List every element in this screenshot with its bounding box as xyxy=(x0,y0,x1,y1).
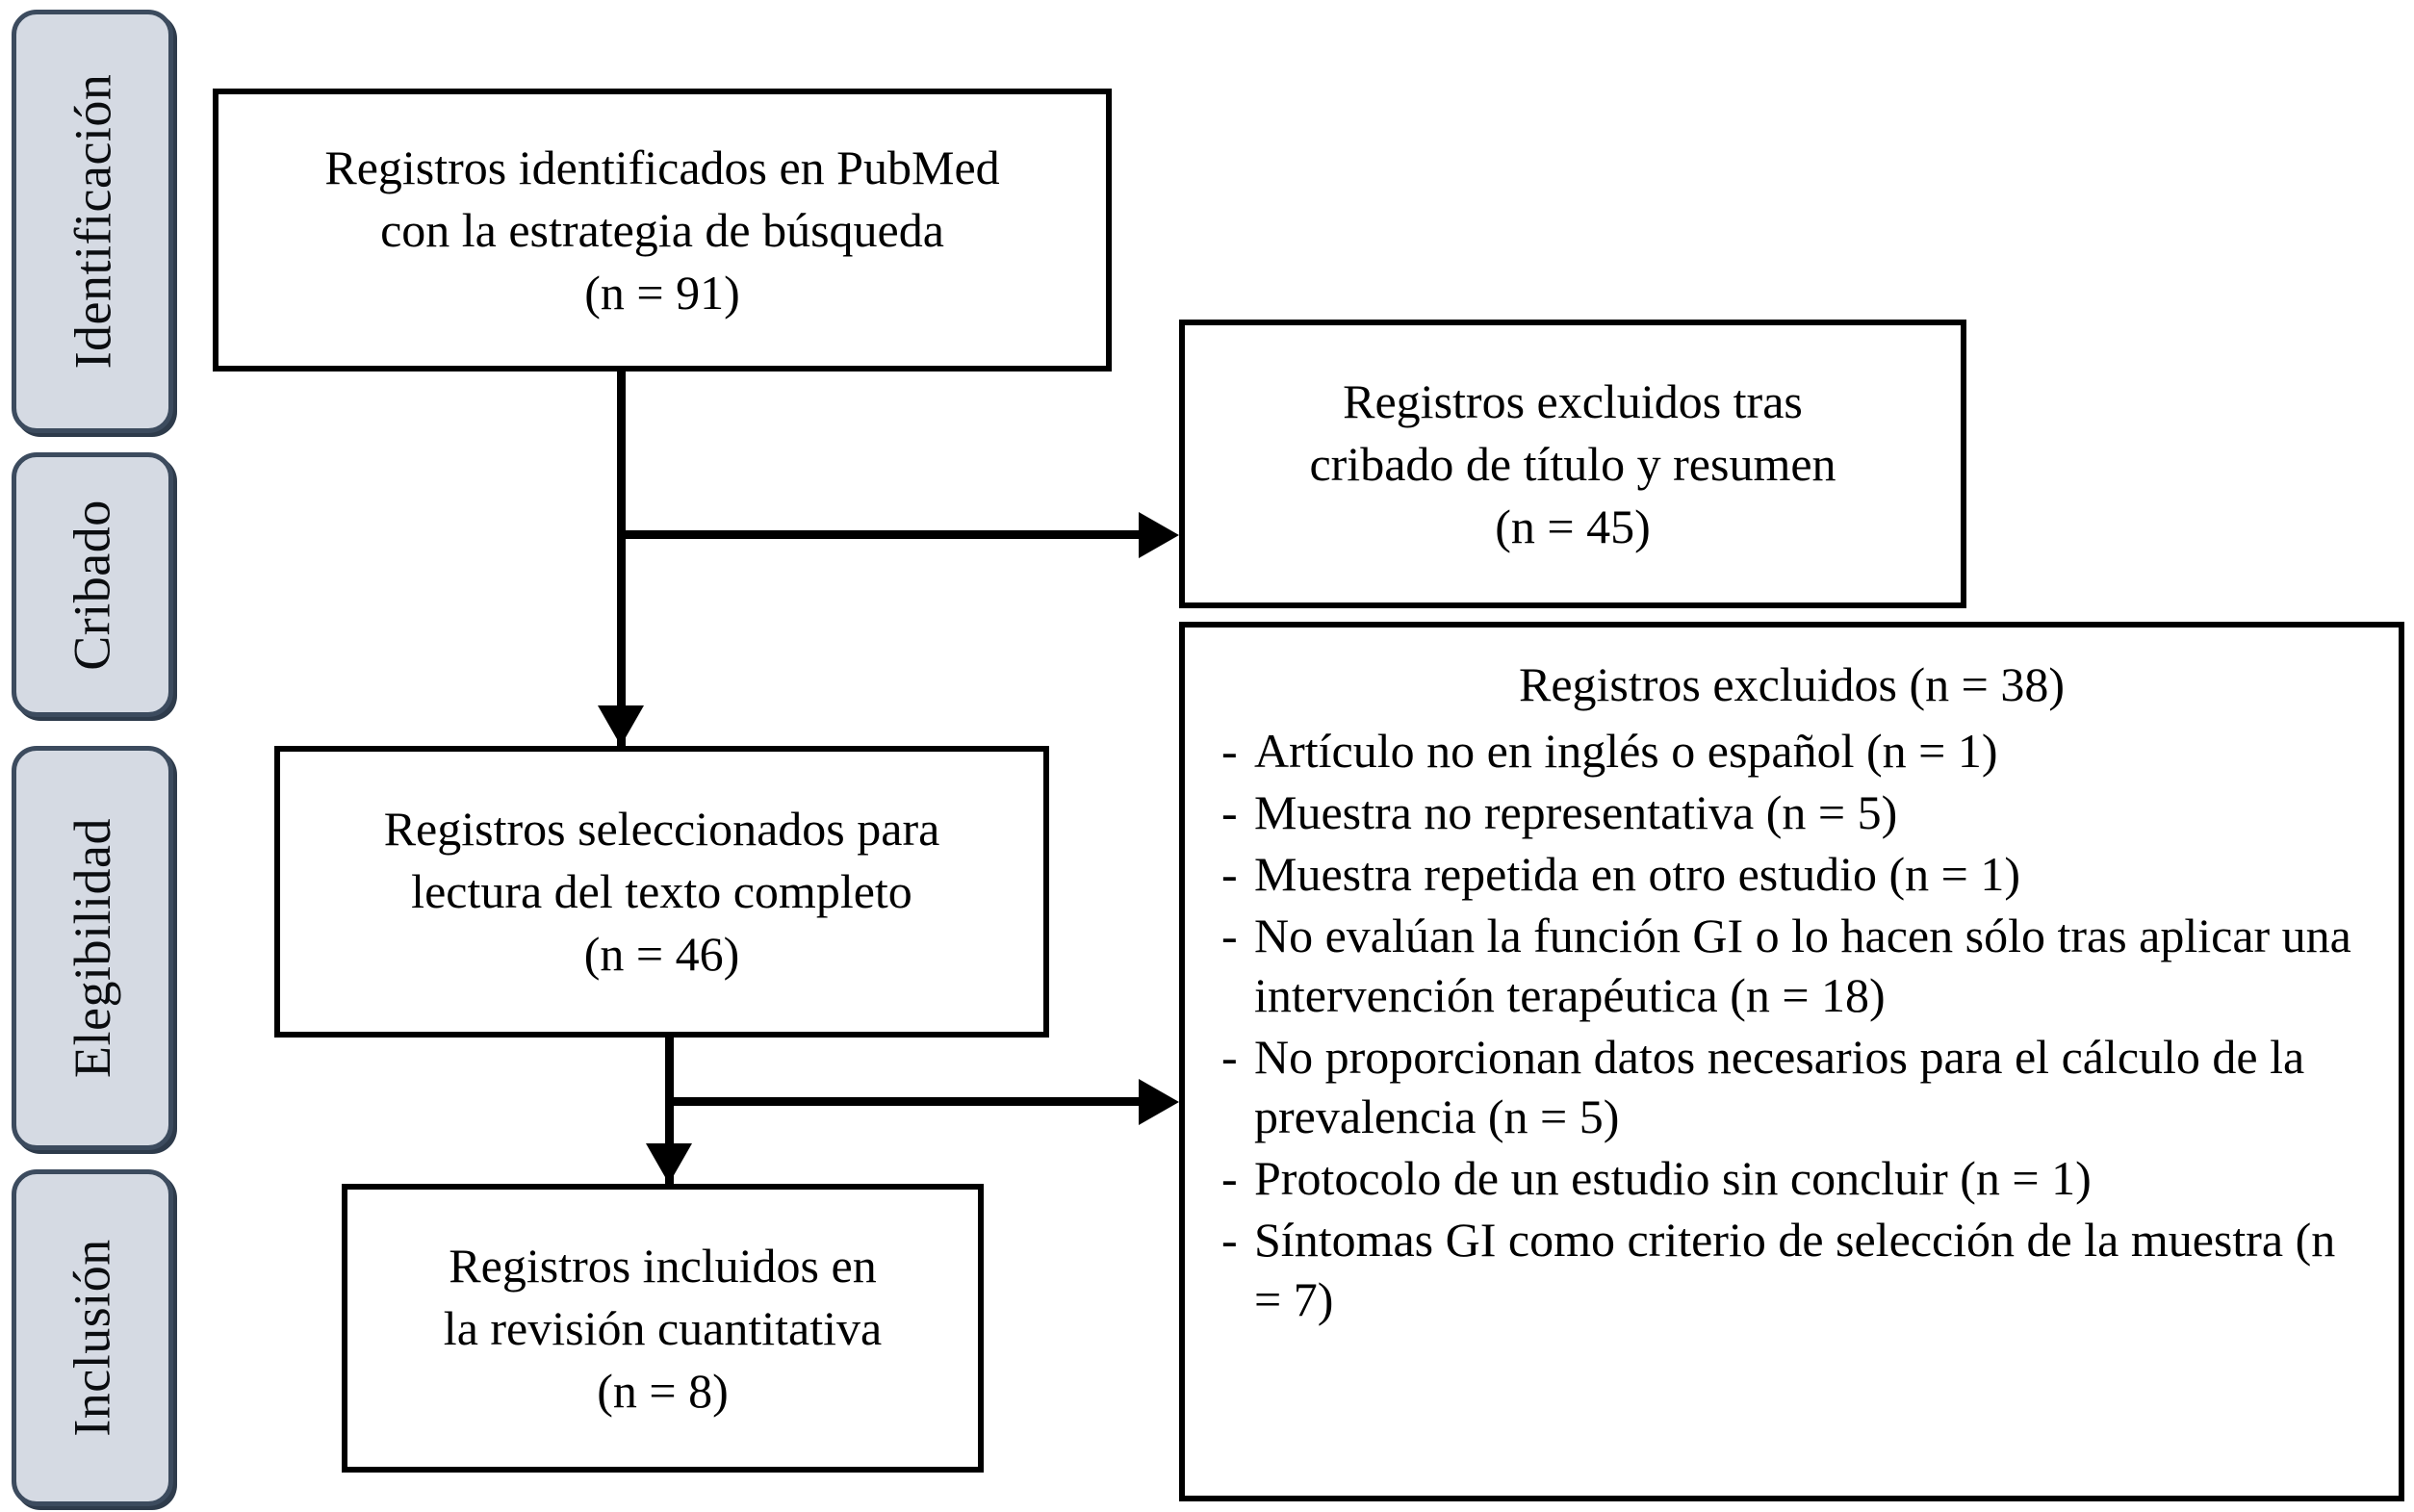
box-records-included: Registros incluidos en la revisión cuant… xyxy=(342,1184,984,1473)
stage-box-inclusion: Inclusión xyxy=(12,1169,173,1506)
bullet-dash-icon: - xyxy=(1221,846,1238,901)
connector-trunk-identified-to-selected xyxy=(617,371,626,746)
connector-branch-to-excluded-detail xyxy=(665,1097,1146,1106)
box-records-identified-line-3: (n = 91) xyxy=(584,265,740,320)
excluded-detail-item-text: No evalúan la función GI o lo hacen sólo… xyxy=(1254,908,2351,1022)
excluded-detail-item: - Artículo no en inglés o español (n = 1… xyxy=(1210,721,2374,781)
stage-box-identificacion: Identificación xyxy=(12,10,173,433)
box-records-excluded-detail: Registros excluidos (n = 38) - Artículo … xyxy=(1179,622,2404,1501)
excluded-detail-item-text: Artículo no en inglés o español (n = 1) xyxy=(1254,723,1998,778)
excluded-detail-item: - Muestra repetida en otro estudio (n = … xyxy=(1210,844,2374,904)
excluded-detail-item: - Muestra no representativa (n = 5) xyxy=(1210,782,2374,842)
arrowhead-down-to-included xyxy=(646,1143,692,1184)
arrowhead-down-to-selected xyxy=(598,705,644,746)
box-records-excluded-screening: Registros excluidos tras cribado de títu… xyxy=(1179,320,1966,608)
excluded-detail-item: - No evalúan la función GI o lo hacen só… xyxy=(1210,906,2374,1025)
box-records-selected-fulltext-line-3: (n = 46) xyxy=(583,927,740,981)
excluded-detail-title: Registros excluidos (n = 38) xyxy=(1518,657,2066,711)
stage-label-inclusion: Inclusión xyxy=(64,1239,122,1437)
stage-box-elegibilidad: Elegibilidad xyxy=(12,746,173,1150)
arrowhead-right-to-excluded-detail xyxy=(1139,1079,1179,1125)
box-records-excluded-screening-line-2: cribado de título y resumen xyxy=(1309,436,1836,491)
box-records-included-line-2: la revisión cuantitativa xyxy=(443,1300,883,1355)
bullet-dash-icon: - xyxy=(1221,1029,1238,1084)
box-records-selected-fulltext-line-2: lectura del texto completo xyxy=(411,864,912,918)
box-records-identified: Registros identificados en PubMed con la… xyxy=(213,89,1112,372)
connector-branch-to-screened-excluded xyxy=(617,530,1146,539)
arrowhead-right-to-screened-excluded xyxy=(1139,512,1179,558)
stage-box-cribado: Cribado xyxy=(12,452,173,717)
box-records-selected-fulltext: Registros seleccionados para lectura del… xyxy=(274,746,1049,1038)
box-records-selected-fulltext-line-1: Registros seleccionados para xyxy=(383,802,940,856)
box-records-excluded-screening-line-3: (n = 45) xyxy=(1495,499,1651,553)
connector-trunk-selected-to-included xyxy=(665,1038,674,1206)
bullet-dash-icon: - xyxy=(1221,784,1238,839)
box-records-included-line-1: Registros incluidos en xyxy=(449,1238,877,1293)
box-records-identified-line-2: con la estrategia de búsqueda xyxy=(380,202,944,257)
excluded-detail-item-text: No proporcionan datos necesarios para el… xyxy=(1254,1029,2305,1143)
excluded-detail-item: - Protocolo de un estudio sin concluir (… xyxy=(1210,1148,2374,1208)
stage-label-cribado: Cribado xyxy=(64,499,122,671)
excluded-detail-item: - No proporcionan datos necesarios para … xyxy=(1210,1027,2374,1146)
stage-label-identificacion: Identificación xyxy=(64,73,122,370)
stage-label-elegibilidad: Elegibilidad xyxy=(64,818,121,1078)
box-records-excluded-screening-line-1: Registros excluidos tras xyxy=(1343,373,1803,428)
excluded-detail-item-text: Protocolo de un estudio sin concluir (n … xyxy=(1254,1150,2092,1205)
bullet-dash-icon: - xyxy=(1221,1150,1238,1205)
excluded-detail-item-text: Muestra repetida en otro estudio (n = 1) xyxy=(1254,846,2021,901)
excluded-detail-item: - Síntomas GI como criterio de selección… xyxy=(1210,1210,2374,1329)
bullet-dash-icon: - xyxy=(1221,1212,1238,1267)
bullet-dash-icon: - xyxy=(1221,908,1238,962)
box-records-identified-line-1: Registros identificados en PubMed xyxy=(324,140,1000,194)
excluded-detail-item-text: Síntomas GI como criterio de selección d… xyxy=(1254,1212,2336,1326)
excluded-detail-item-text: Muestra no representativa (n = 5) xyxy=(1254,784,1898,839)
box-records-included-line-3: (n = 8) xyxy=(597,1363,729,1418)
excluded-detail-list: - Artículo no en inglés o español (n = 1… xyxy=(1210,721,2374,1329)
bullet-dash-icon: - xyxy=(1221,723,1238,778)
